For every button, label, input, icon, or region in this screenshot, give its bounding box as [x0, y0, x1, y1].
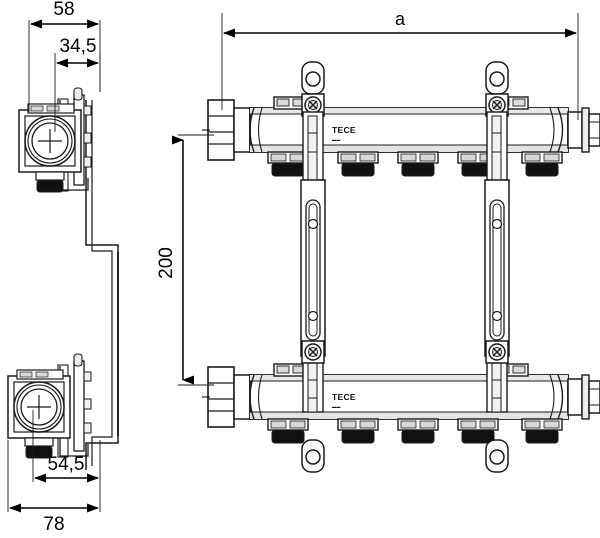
logo-subtext: ▬▬: [332, 137, 340, 142]
manifold-top: TECE ▬▬: [201, 96, 600, 177]
dimension-58-label: 58: [53, 0, 74, 20]
dimension-54-5: 54,5: [32, 410, 101, 483]
center-rail-right: [484, 179, 510, 357]
bracket-bottom-right: [485, 340, 509, 473]
dimension-58: 58: [28, 0, 101, 112]
bracket-top-left: [301, 61, 325, 181]
dimension-200-label: 200: [156, 247, 177, 279]
side-view-top: [18, 87, 92, 193]
dimension-78: 78: [7, 440, 101, 535]
center-rail-left: [300, 179, 326, 357]
logo-text: TECE: [332, 125, 356, 135]
dimension-200: 200: [156, 134, 214, 386]
side-view-group: [7, 87, 119, 470]
side-view-bottom: [7, 353, 92, 459]
bracket-bottom-left: [301, 340, 325, 473]
logo-subtext-bottom: ▬▬: [332, 404, 340, 409]
dimension-34-5-label: 34,5: [60, 36, 97, 57]
side-mounting-rail: [85, 100, 119, 470]
manifold-bottom: TECE ▬▬: [201, 363, 600, 444]
logo-text-bottom: TECE: [332, 392, 356, 402]
dimension-a: a: [221, 9, 579, 120]
bracket-top-right: [485, 61, 509, 181]
dimension-a-label: a: [395, 9, 406, 29]
dimension-54-5-label: 54,5: [48, 454, 85, 475]
dimension-78-label: 78: [43, 514, 64, 535]
dimension-34-5: 34,5: [54, 36, 101, 132]
